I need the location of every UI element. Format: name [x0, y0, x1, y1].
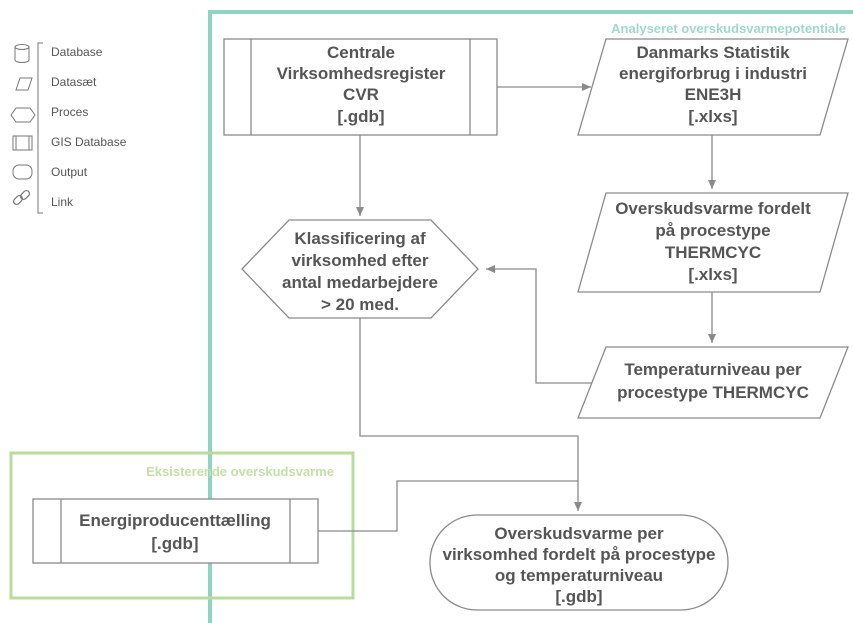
- legend-label-process: Proces: [51, 105, 88, 119]
- node-klass-line-1: Klassificering af: [294, 229, 426, 248]
- node-klass-shape: [241, 219, 479, 319]
- node-fordelt-line-4: [.xlxs]: [688, 265, 737, 284]
- region-existing: Eksisterende overskudsvarme: [9, 451, 355, 600]
- dataset-icon: [15, 77, 33, 91]
- legend-label-database: Database: [51, 45, 103, 59]
- node-cvr-line-3: CVR: [343, 85, 379, 104]
- node-temp-line-1: Temperaturniveau per: [624, 360, 802, 379]
- node-dst-shape: [577, 38, 849, 136]
- region-existing-title: Eksisterende overskudsvarme: [146, 464, 334, 479]
- node-fordelt-line-1: Overskudsvarme fordelt: [615, 199, 811, 218]
- node-klass-line-4: > 20 med.: [321, 295, 399, 314]
- node-dst-line-1: Danmarks Statistik: [636, 43, 790, 62]
- node-fordelt-line-2: på procestype: [655, 221, 770, 240]
- node-cvr-line-2: Virksomhedsregister: [277, 64, 446, 83]
- node-output-shape: [429, 514, 729, 611]
- region-analyse: Analyseret overskudsvarmepotentiale: [208, 10, 853, 623]
- edges: [318, 83, 716, 532]
- node-klass-line-2: virksomhed efter: [292, 251, 429, 270]
- output-icon: [12, 164, 33, 180]
- legend: Database Datasæt Proces GIS Database Out…: [10, 42, 127, 214]
- node-cvr: Centrale Virksomhedsregister CVR [.gdb]: [223, 38, 498, 136]
- node-temp: Temperaturniveau per procestype THERMCYC: [577, 346, 849, 419]
- node-energi: Energiproducenttælling [.gdb]: [32, 498, 319, 564]
- node-dst-line-4: [.xlxs]: [688, 107, 737, 126]
- edge-energi-to-output: [318, 480, 578, 532]
- node-output-line-4: [.gdb]: [555, 587, 602, 606]
- node-energi-line-1: Energiproducenttælling: [79, 511, 271, 530]
- node-klass-line-3: antal medarbejdere: [282, 273, 438, 292]
- node-energi-shape: [32, 498, 319, 564]
- node-output-line-3: og temperaturniveau: [495, 566, 663, 585]
- region-existing-border: [9, 451, 355, 600]
- node-dst-line-3: ENE3H: [685, 85, 742, 104]
- node-fordelt-line-3: THERMCYC: [665, 243, 761, 262]
- region-analyse-border: [208, 10, 853, 623]
- gis-database-icon: [12, 135, 33, 151]
- legend-label-output: Output: [51, 165, 88, 179]
- node-output-line-2: virksomhed fordelt på procestype: [442, 545, 715, 564]
- node-temp-shape: [577, 346, 849, 419]
- legend-label-link: Link: [51, 195, 74, 209]
- link-icon: [12, 189, 31, 206]
- node-dst-line-2: energiforbrug i industri: [619, 64, 807, 83]
- legend-bracket: [37, 42, 43, 214]
- node-cvr-shape: [223, 38, 498, 136]
- node-fordelt-shape: [577, 192, 849, 293]
- node-temp-line-2: procestype THERMCYC: [617, 383, 809, 402]
- legend-label-dataset: Datasæt: [51, 75, 97, 89]
- region-analyse-title: Analyseret overskudsvarmepotentiale: [611, 21, 846, 36]
- node-cvr-line-4: [.gdb]: [337, 107, 384, 126]
- database-icon: [14, 44, 30, 63]
- node-output-line-1: Overskudsvarme per: [494, 524, 664, 543]
- process-icon: [10, 107, 36, 123]
- node-klass: Klassificering af virksomhed efter antal…: [241, 219, 479, 319]
- node-dst: Danmarks Statistik energiforbrug i indus…: [577, 38, 849, 136]
- node-cvr-line-1: Centrale: [327, 43, 395, 62]
- edge-temp-to-klass: [486, 265, 592, 384]
- node-output: Overskudsvarme per virksomhed fordelt på…: [429, 514, 729, 611]
- edge-klass-to-output: [359, 318, 582, 511]
- node-fordelt: Overskudsvarme fordelt på procestype THE…: [577, 192, 849, 293]
- legend-label-gis: GIS Database: [51, 135, 127, 149]
- node-energi-line-2: [.gdb]: [151, 534, 198, 553]
